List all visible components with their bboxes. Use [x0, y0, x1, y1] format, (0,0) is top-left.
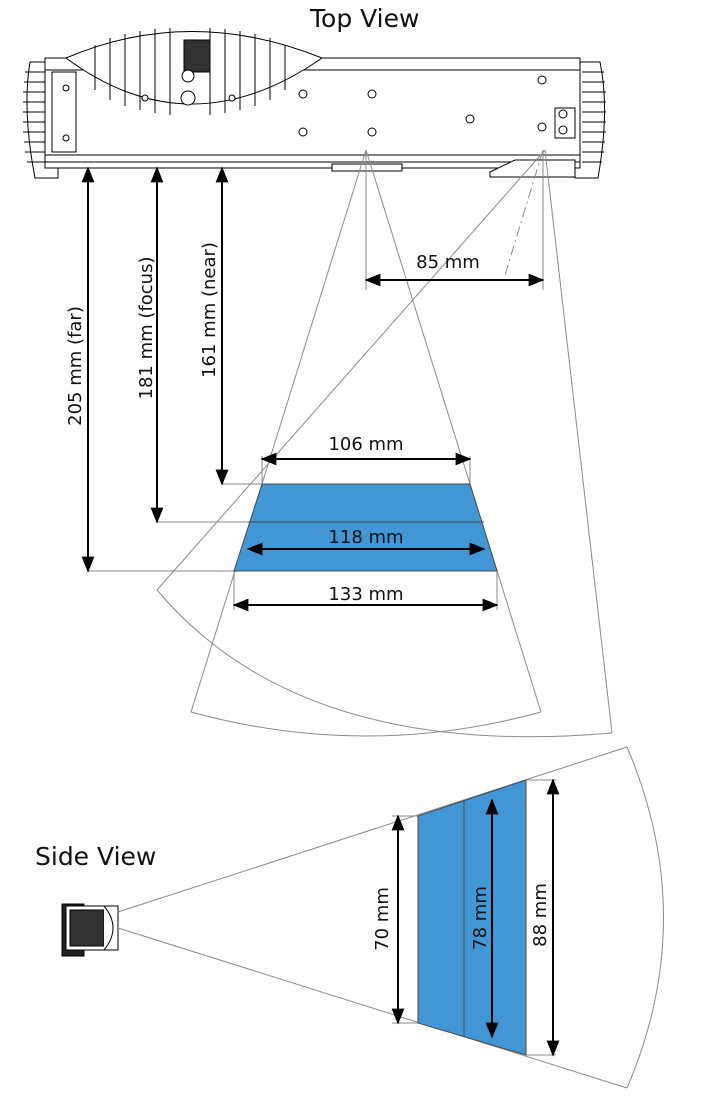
far-distance-label: 205 mm (far): [65, 306, 86, 426]
device-side-view: [61, 903, 119, 957]
height-dimensions: 70 mm 78 mm 88 mm: [372, 778, 560, 1057]
cooling-dome: [65, 28, 324, 115]
top-view-title: Top View: [309, 4, 419, 33]
near-width-label: 106 mm: [328, 434, 403, 455]
width-dimensions: 85 mm 106 mm 118 mm 133 mm: [232, 252, 545, 612]
near-height-label: 70 mm: [372, 887, 393, 951]
side-field-of-view: [417, 779, 527, 1056]
side-fov-construction: [117, 746, 664, 1089]
top-fov-construction: [88, 149, 613, 738]
illumination-window: [489, 159, 576, 178]
focus-width-label: 118 mm: [328, 527, 403, 548]
camera-window: [331, 163, 403, 172]
far-width-label: 133 mm: [328, 584, 403, 605]
focus-distance-label: 181 mm (focus): [136, 257, 157, 400]
focus-height-label: 78 mm: [470, 886, 491, 950]
far-height-label: 88 mm: [530, 883, 551, 947]
side-view-title: Side View: [35, 842, 156, 871]
device-top-view: [23, 28, 606, 179]
right-heatsink: [574, 61, 606, 179]
near-distance-label: 161 mm (near): [199, 242, 220, 378]
distance-dimensions: 205 mm (far) 181 mm (focus) 161 mm (near…: [65, 166, 229, 573]
offset-label: 85 mm: [416, 252, 480, 273]
